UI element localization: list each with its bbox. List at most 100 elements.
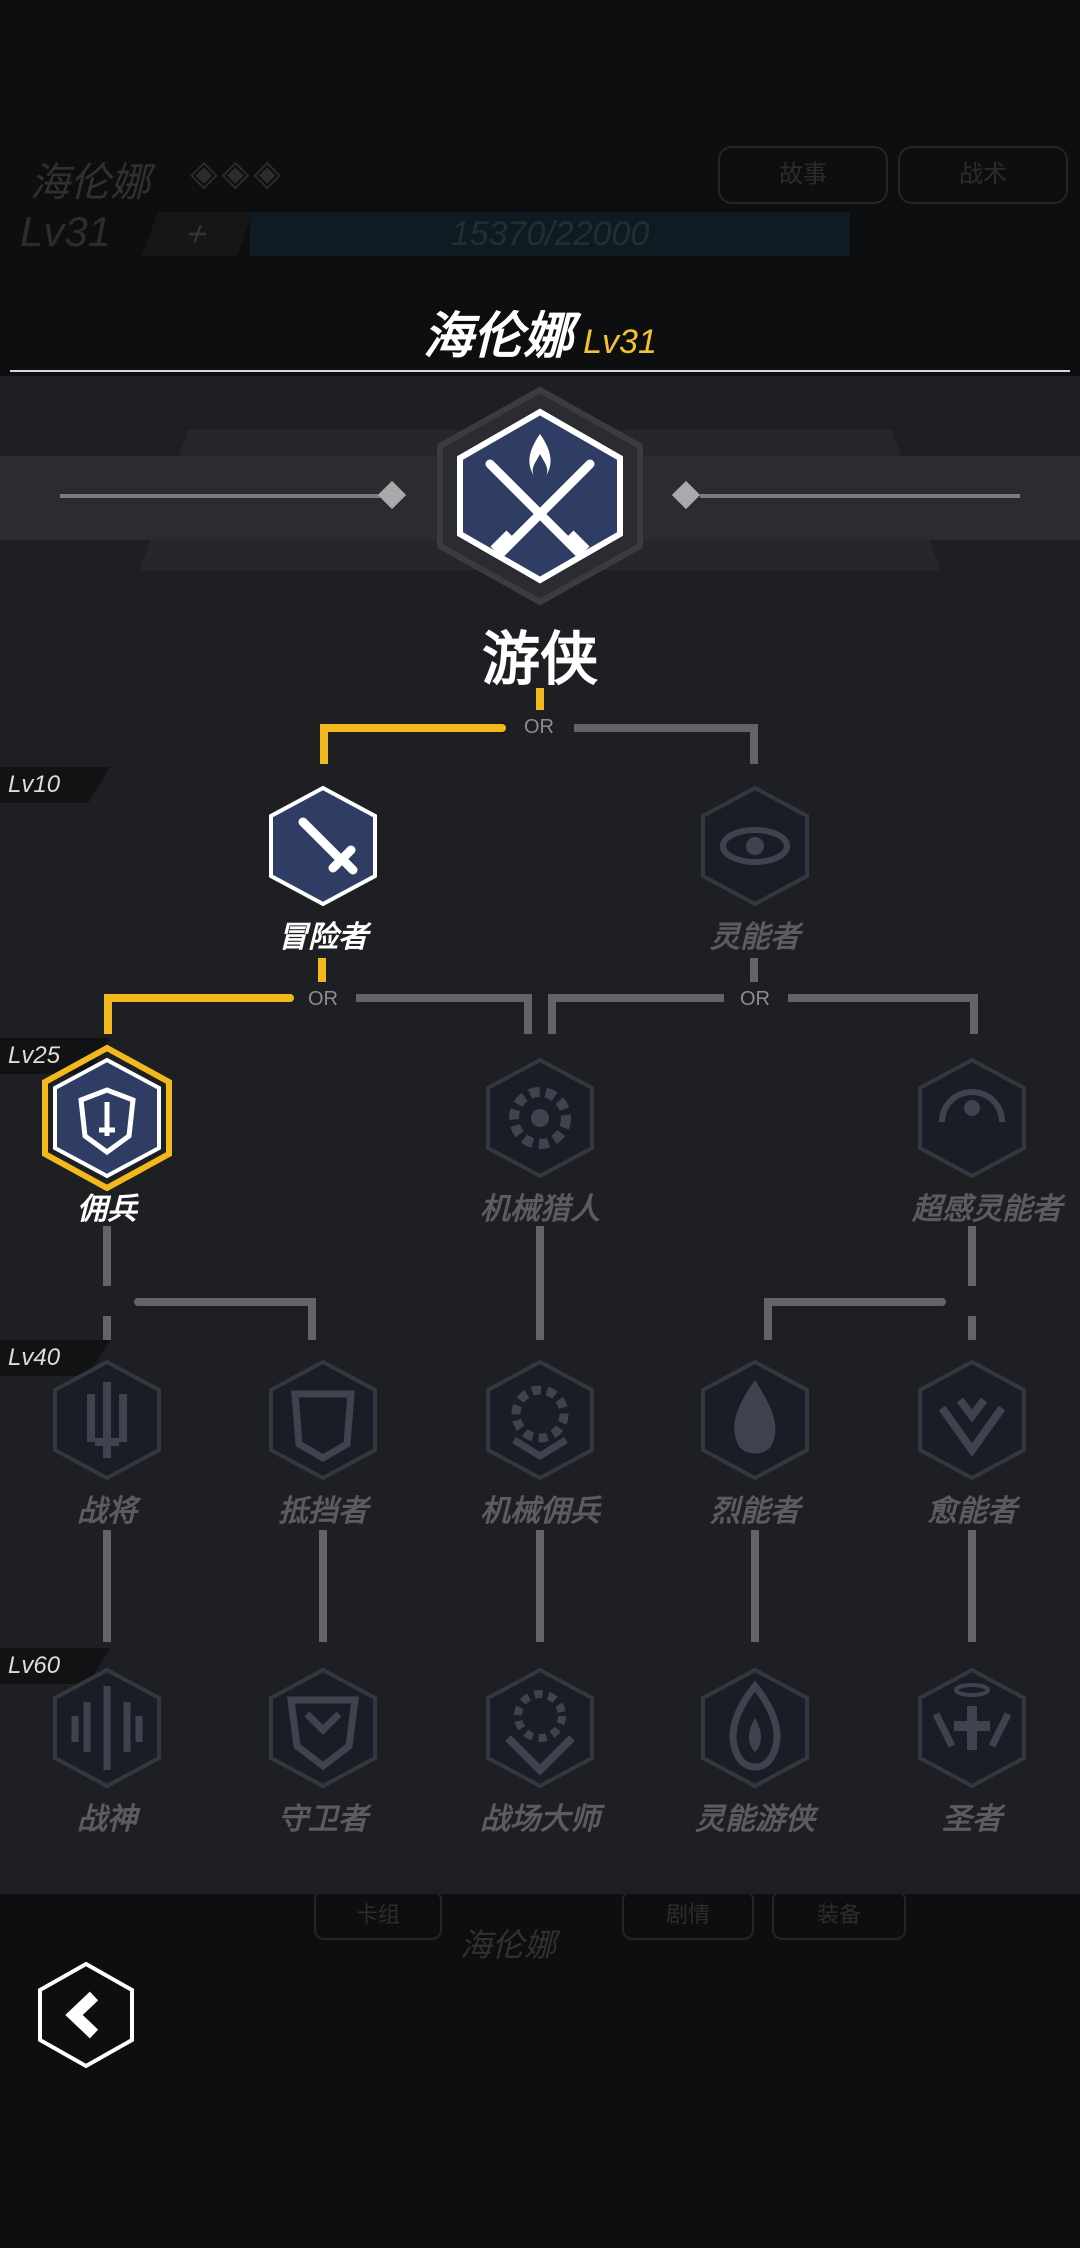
- banner-line-right: [700, 494, 1020, 498]
- or-label: OR: [524, 716, 554, 738]
- connector: [134, 1298, 310, 1306]
- class-label: 灵能者: [710, 921, 800, 954]
- connector: [319, 1530, 327, 1642]
- root-class-node[interactable]: [430, 384, 650, 608]
- or-label: OR: [308, 988, 338, 1010]
- class-node-healer[interactable]: 愈能者: [912, 1358, 1032, 1530]
- class-node-defender[interactable]: 抵挡者: [263, 1358, 383, 1530]
- level-tag-60: Lv60: [0, 1648, 110, 1684]
- connector: [320, 724, 328, 764]
- class-label: 冒险者: [278, 921, 368, 954]
- connector: [750, 724, 758, 764]
- psychic-eye-icon: [918, 1057, 1026, 1179]
- connector: [536, 1530, 544, 1642]
- connector: [968, 1530, 976, 1642]
- class-label: 愈能者: [927, 1495, 1017, 1528]
- connector: [320, 724, 506, 732]
- bg-tab-deck: 卡组: [314, 1890, 442, 1940]
- connector: [356, 994, 530, 1002]
- class-node-mercenary[interactable]: 佣兵: [42, 1044, 172, 1228]
- psi-ranger-icon: [701, 1667, 809, 1789]
- connector: [536, 1226, 544, 1340]
- class-label: 灵能游侠: [695, 1803, 815, 1836]
- warlord-icon: [53, 1359, 161, 1481]
- connector: [103, 1226, 111, 1286]
- class-label: 超感灵能者: [912, 1193, 1062, 1226]
- class-label: 机械佣兵: [480, 1495, 600, 1528]
- eye-icon: [701, 785, 809, 907]
- bg-character-name: 海伦娜: [30, 161, 150, 205]
- shield-icon: [269, 1359, 377, 1481]
- connector: [574, 724, 754, 732]
- flame-icon: [701, 1359, 809, 1481]
- connector: [751, 1530, 759, 1642]
- class-label: 佣兵: [77, 1193, 137, 1226]
- connector: [103, 1530, 111, 1642]
- connector: [548, 994, 556, 1034]
- class-node-psi-ranger[interactable]: 灵能游侠: [695, 1666, 815, 1838]
- root-class-label: 游侠: [481, 627, 598, 692]
- class-node-war-god[interactable]: 战神: [47, 1666, 167, 1838]
- crossed-swords-flame-icon: [437, 386, 643, 606]
- class-node-mech-mercenary[interactable]: 机械佣兵: [480, 1358, 600, 1530]
- connector: [764, 1298, 772, 1340]
- heal-icon: [918, 1359, 1026, 1481]
- connector: [103, 1316, 111, 1340]
- class-label: 战场大师: [480, 1803, 600, 1836]
- class-node-mech-hunter[interactable]: 机械猎人: [480, 1056, 600, 1228]
- connector: [548, 994, 724, 1002]
- connector: [318, 958, 326, 982]
- connector: [750, 958, 758, 982]
- bg-story-button: 故事: [718, 146, 888, 204]
- connector: [308, 1298, 316, 1340]
- connector: [766, 1298, 946, 1306]
- saint-icon: [918, 1667, 1026, 1789]
- connector: [104, 994, 112, 1034]
- guardian-icon: [269, 1667, 377, 1789]
- connector: [788, 994, 974, 1002]
- level-tag-25: Lv25: [0, 1038, 110, 1074]
- class-label: 圣者: [942, 1803, 1002, 1836]
- gear-icon: [486, 1057, 594, 1179]
- class-label: 战将: [77, 1495, 137, 1528]
- connector: [970, 994, 978, 1034]
- class-node-battlemaster[interactable]: 战场大师: [480, 1666, 600, 1838]
- bg-tab-story: 剧情: [622, 1890, 754, 1940]
- class-node-super-psion[interactable]: 超感灵能者: [912, 1056, 1062, 1228]
- chevron-left-icon: [38, 1961, 134, 2069]
- character-level: Lv31: [583, 323, 657, 361]
- gear-target-icon: [486, 1359, 594, 1481]
- class-node-psion[interactable]: 灵能者: [695, 784, 815, 956]
- class-node-adventurer[interactable]: 冒险者: [263, 784, 383, 956]
- level-tag-10: Lv10: [0, 767, 110, 803]
- class-label: 守卫者: [278, 1803, 368, 1836]
- bg-tactics-button: 战术: [898, 146, 1068, 204]
- character-name: 海伦娜: [423, 308, 574, 364]
- class-label: 机械猎人: [480, 1193, 600, 1226]
- bg-exp-bar: 15370/22000: [250, 212, 850, 256]
- connector: [524, 994, 532, 1034]
- class-node-pyromancer[interactable]: 烈能者: [695, 1358, 815, 1530]
- connector: [968, 1316, 976, 1340]
- class-node-saint[interactable]: 圣者: [912, 1666, 1032, 1838]
- bg-bottom-name: 海伦娜: [460, 1927, 557, 1963]
- class-node-warlord[interactable]: 战将: [47, 1358, 167, 1530]
- war-god-icon: [53, 1667, 161, 1789]
- shield-sword-icon: [42, 1044, 172, 1192]
- class-label: 抵挡者: [278, 1495, 368, 1528]
- bg-level: Lv31: [20, 208, 112, 255]
- connector: [536, 688, 544, 710]
- class-node-guardian[interactable]: 守卫者: [263, 1666, 383, 1838]
- or-label: OR: [740, 988, 770, 1010]
- bg-rank-diamonds: ◈◈◈: [190, 152, 286, 193]
- sword-icon: [269, 785, 377, 907]
- connector: [104, 994, 294, 1002]
- class-label: 战神: [77, 1803, 137, 1836]
- back-button[interactable]: [36, 1960, 136, 2070]
- battlemaster-icon: [486, 1667, 594, 1789]
- bg-plus-button: +: [141, 212, 254, 256]
- header-divider: [10, 370, 1070, 372]
- bg-tab-equip: 装备: [772, 1890, 906, 1940]
